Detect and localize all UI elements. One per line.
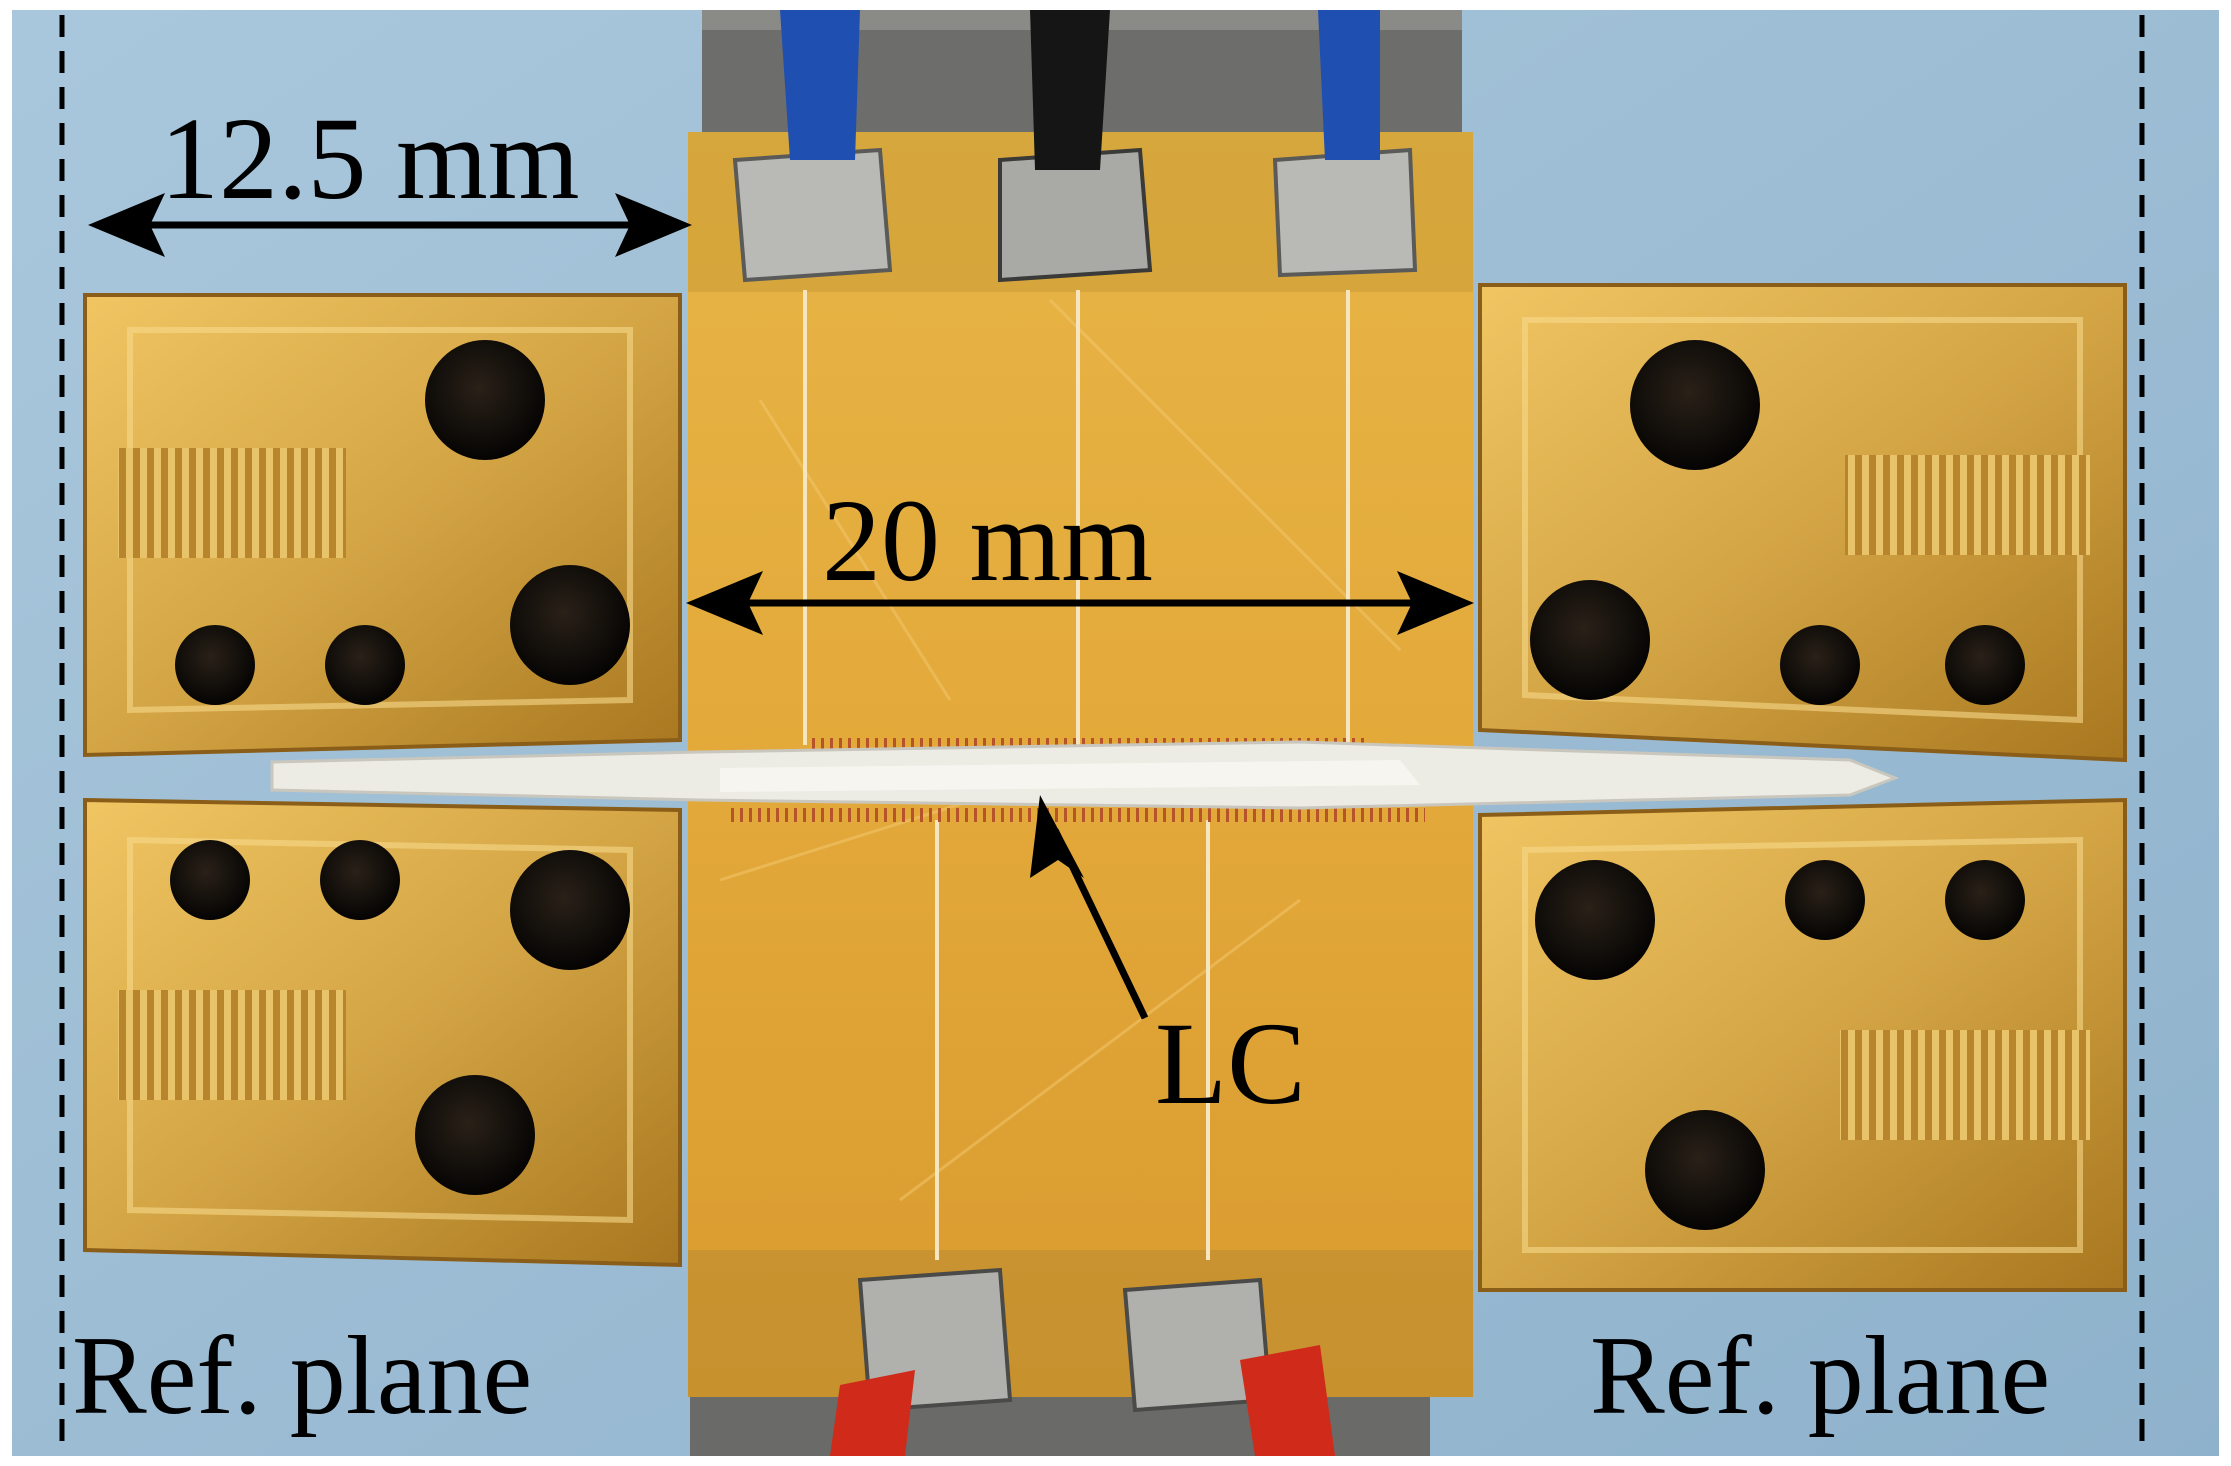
ref-plane-right-label: Ref. plane <box>1590 1314 2051 1438</box>
bottom-wires <box>830 1345 1335 1456</box>
bottom-electrode-comb <box>730 808 1425 822</box>
dimension-label-20: 20 mm <box>822 475 1154 606</box>
hole-icon <box>425 340 545 460</box>
dimension-arrow-20 <box>686 571 1474 635</box>
ref-plane-left-label: Ref. plane <box>72 1314 533 1438</box>
lc-label: LC <box>1155 998 1306 1129</box>
brass-block-bottom-left <box>83 797 682 1268</box>
thread-icon <box>118 448 346 558</box>
dimension-arrow-12-5 <box>88 193 692 257</box>
brass-block-top-left <box>83 293 682 758</box>
brass-block-bottom-right <box>1478 797 2127 1292</box>
top-wires <box>780 10 1380 170</box>
bottom-traces <box>935 820 1210 1260</box>
lc-pointer-arrow <box>1030 795 1149 1020</box>
top-solder-pads <box>732 147 1418 283</box>
dimension-label-12-5: 12.5 mm <box>160 93 580 224</box>
brass-block-top-right <box>1478 283 2127 763</box>
top-traces <box>803 290 1350 745</box>
